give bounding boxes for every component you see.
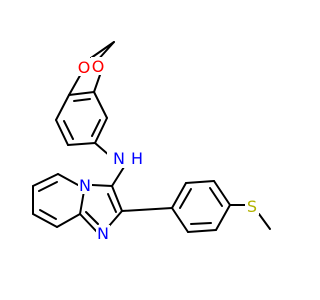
methylthiophenyl-ring [171,180,231,233]
bond-c7p-c8p [32,213,58,228]
bond-c3-c2 [111,185,123,212]
bond-ph-c5-c6 [187,229,217,233]
bond-c6-c7-inner [91,119,101,137]
atom-label-o2: O [92,57,105,76]
bond-c8p-c8a [56,213,81,228]
bond-c2-phenyl [121,207,173,212]
bond-c4-c5 [55,119,69,146]
bond-nbridge-c5 [57,173,79,186]
bond-s-methyl [258,213,271,230]
bond-ph-c5-c6-inner [190,222,212,225]
bond-c4-c5-inner [63,120,74,140]
atom-label-n-amine: N [113,149,125,168]
bond-c3-c2-inner [107,193,117,213]
bond-ph-c2-c3 [185,180,215,184]
bond-nring-c8a-inner [85,211,99,225]
atom-nh: N H [107,149,147,168]
bond-ch2-o1 [90,41,115,59]
bond-ph-c4-c5 [215,204,231,231]
bond-o2-c7a [93,71,102,93]
atom-label-n-ring: N [97,224,109,243]
bond-c5-c6 [67,142,96,146]
imidazopyridine-ring [32,173,123,233]
bond-c5-c6p [32,173,59,187]
bond-nh-c3 [111,166,125,187]
molecule-structure-diagram: O O N H N N S [32,41,271,243]
bond-c3a-c4 [55,94,70,121]
bond-c6-c7 [94,117,108,144]
bond-c7-c7a [93,91,108,119]
bond-nring-c8a [79,213,98,233]
bond-c5-c6p-inner [38,181,58,192]
bond-ph-c1-c2 [171,182,187,209]
bond-ph-c6-c1 [171,207,189,233]
bond-c3a-c7a-inner [73,98,91,102]
bond-c8a-nbridge [79,190,85,215]
bond-c2-nring [108,210,123,227]
bond-ph-c3-c4 [213,180,231,206]
atom-label-n-bridgehead: N [79,176,91,195]
atom-n-ring: N [96,224,110,243]
bond-c3a-c7a [68,91,95,96]
bond-ph-c1-c2-inner [179,188,192,209]
atom-label-h-amine: H [131,149,143,168]
atom-s: S [245,197,259,216]
atom-n-bridgehead: N [78,176,92,195]
bond-c7p-c8p-inner [39,209,57,220]
atom-label-s: S [247,197,257,216]
atom-o2: O [91,57,105,76]
bond-c3-nbridge [91,184,113,187]
atom-label-o1: O [78,58,91,77]
atom-o1: O [77,58,91,77]
bond-ph-c3-c4-inner [209,187,223,207]
